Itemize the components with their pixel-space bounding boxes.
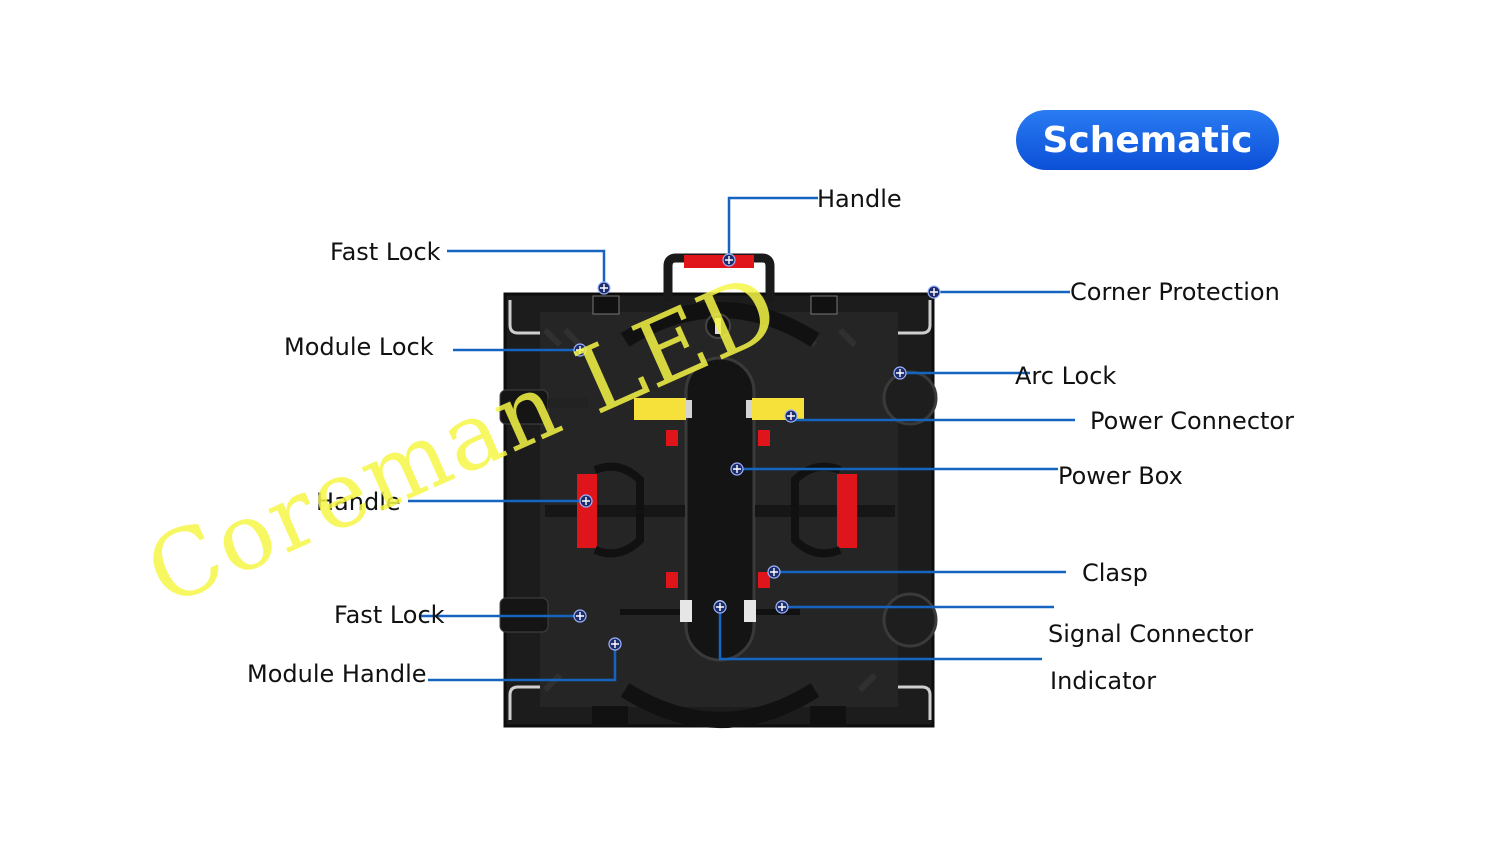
- label-clasp: Clasp: [1082, 559, 1148, 587]
- signal-connector-left: [680, 600, 692, 622]
- fast-lock-left-top: [499, 389, 549, 425]
- label-power-connector: Power Connector: [1090, 407, 1294, 435]
- arc-lock-top: [882, 370, 938, 426]
- label-power-box: Power Box: [1058, 462, 1183, 490]
- label-handle-left: Handle: [316, 488, 401, 516]
- arc-lock-bottom: [882, 592, 938, 648]
- right-handle-grip: [837, 474, 857, 548]
- callout-module-handle: [428, 644, 617, 682]
- schematic-badge: Schematic: [1016, 110, 1279, 170]
- label-module-handle: Module Handle: [247, 660, 427, 688]
- label-module-lock: Module Lock: [284, 333, 434, 361]
- label-indicator: Indicator: [1050, 667, 1157, 695]
- label-corner-protection: Corner Protection: [1070, 278, 1280, 306]
- label-signal-connector: Signal Connector: [1048, 620, 1254, 648]
- fast-lock-top-right: [810, 295, 838, 315]
- label-handle-top: Handle: [817, 185, 902, 213]
- corner-protections: [508, 300, 932, 720]
- top-handle-grip: [684, 255, 754, 268]
- label-fast-lock-top: Fast Lock: [330, 238, 441, 266]
- callout-handle-top: [727, 196, 818, 260]
- left-handle-grip: [577, 474, 597, 548]
- bottom-arch: [620, 683, 820, 728]
- clasps: [666, 430, 770, 588]
- callout-indicator: [718, 607, 1042, 661]
- signal-connector-right: [744, 600, 756, 622]
- label-arc-lock: Arc Lock: [1015, 362, 1117, 390]
- label-fast-lock-bottom: Fast Lock: [334, 601, 445, 629]
- top-arch: [620, 302, 820, 347]
- fast-lock-top-left: [592, 295, 620, 315]
- callout-fast-lock-top: [447, 249, 606, 288]
- power-connector-left: [634, 398, 686, 420]
- crossbar: [545, 505, 685, 517]
- schematic-title: Schematic: [1042, 119, 1253, 161]
